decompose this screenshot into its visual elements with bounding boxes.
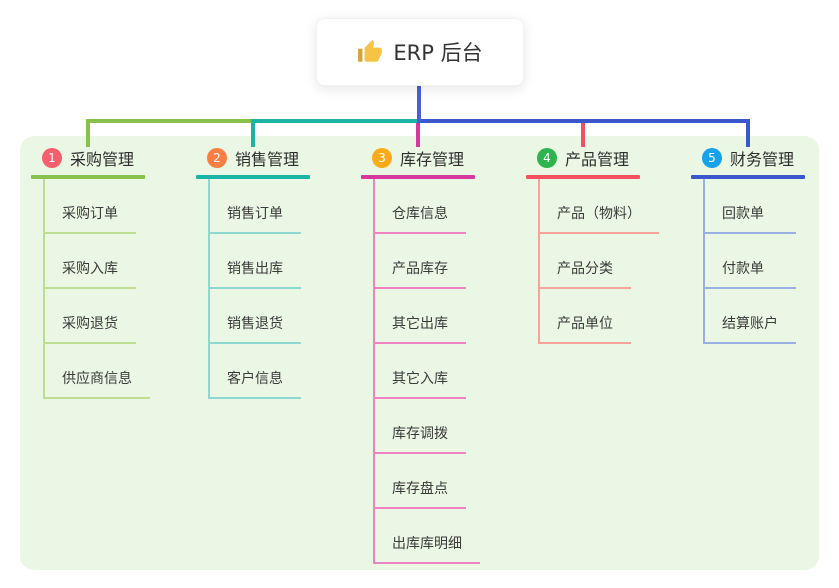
branch-label: 财务管理	[730, 150, 795, 169]
mindmap-item[interactable]: 销售出库	[210, 234, 301, 289]
mindmap-item[interactable]: 库存盘点	[375, 454, 466, 509]
mindmap-item[interactable]: 产品（物料）	[540, 179, 659, 234]
branch-title[interactable]: 2 销售管理	[196, 146, 310, 175]
branch-财务管理: 5 财务管理回款单付款单结算账户	[691, 146, 805, 344]
branch-items: 采购订单采购入库采购退货供应商信息	[43, 179, 150, 399]
mindmap-item[interactable]: 采购退货	[45, 289, 136, 344]
connector-vertical	[417, 84, 421, 123]
branch-label: 采购管理	[70, 150, 135, 169]
branch-items: 仓库信息产品库存其它出库其它入库库存调拨库存盘点出库库明细	[373, 179, 480, 564]
branch-库存管理: 3 库存管理仓库信息产品库存其它出库其它入库库存调拨库存盘点出库库明细	[361, 146, 480, 564]
mindmap-item[interactable]: 其它出库	[375, 289, 466, 344]
branch-underline	[196, 175, 310, 179]
branch-title[interactable]: 3 库存管理	[361, 146, 475, 175]
branch-产品管理: 4 产品管理产品（物料）产品分类产品单位	[526, 146, 659, 344]
branch-items: 回款单付款单结算账户	[703, 179, 805, 344]
branch-index-badge: 4	[537, 148, 557, 168]
branch-items: 销售订单销售出库销售退货客户信息	[208, 179, 310, 399]
branch-underline	[526, 175, 640, 179]
mindmap-item[interactable]: 采购订单	[45, 179, 136, 234]
mindmap-item[interactable]: 回款单	[705, 179, 796, 234]
branch-index-badge: 2	[207, 148, 227, 168]
mindmap-item[interactable]: 付款单	[705, 234, 796, 289]
branch-underline	[361, 175, 475, 179]
branch-index-badge: 5	[702, 148, 722, 168]
mindmap-item[interactable]: 产品单位	[540, 289, 631, 344]
branch-采购管理: 1 采购管理采购订单采购入库采购退货供应商信息	[31, 146, 150, 399]
mindmap-item[interactable]: 其它入库	[375, 344, 466, 399]
branch-index-badge: 1	[42, 148, 62, 168]
connector-vertical	[746, 119, 750, 147]
branch-underline	[691, 175, 805, 179]
branch-items: 产品（物料）产品分类产品单位	[538, 179, 659, 344]
branch-index-badge: 3	[372, 148, 392, 168]
branches-panel	[20, 136, 819, 570]
root-title: ERP 后台	[393, 41, 483, 65]
branch-销售管理: 2 销售管理销售订单销售出库销售退货客户信息	[196, 146, 310, 399]
mindmap-item[interactable]: 产品库存	[375, 234, 466, 289]
mindmap-item[interactable]: 采购入库	[45, 234, 136, 289]
connector-vertical	[581, 119, 585, 147]
branch-title[interactable]: 4 产品管理	[526, 146, 640, 175]
branch-label: 销售管理	[235, 150, 300, 169]
mindmap-item[interactable]: 结算账户	[705, 289, 796, 344]
thumbs-up-icon	[357, 39, 383, 65]
mindmap-item[interactable]: 供应商信息	[45, 344, 150, 399]
branch-label: 产品管理	[565, 150, 630, 169]
connector-horizontal	[417, 119, 750, 123]
mindmap-item[interactable]: 出库库明细	[375, 509, 480, 564]
connector-vertical	[86, 119, 90, 147]
mindmap-item[interactable]: 库存调拨	[375, 399, 466, 454]
branch-underline	[31, 175, 145, 179]
branch-label: 库存管理	[400, 150, 465, 169]
mindmap-item[interactable]: 仓库信息	[375, 179, 466, 234]
connector-vertical	[416, 121, 420, 147]
mindmap-item[interactable]: 销售退货	[210, 289, 301, 344]
root-node[interactable]: ERP 后台	[316, 18, 524, 86]
branch-title[interactable]: 1 采购管理	[31, 146, 145, 175]
mindmap-item[interactable]: 产品分类	[540, 234, 631, 289]
connector-vertical	[251, 119, 255, 147]
branch-title[interactable]: 5 财务管理	[691, 146, 805, 175]
connector-horizontal	[251, 119, 421, 123]
mindmap-item[interactable]: 销售订单	[210, 179, 301, 234]
mindmap-item[interactable]: 客户信息	[210, 344, 301, 399]
